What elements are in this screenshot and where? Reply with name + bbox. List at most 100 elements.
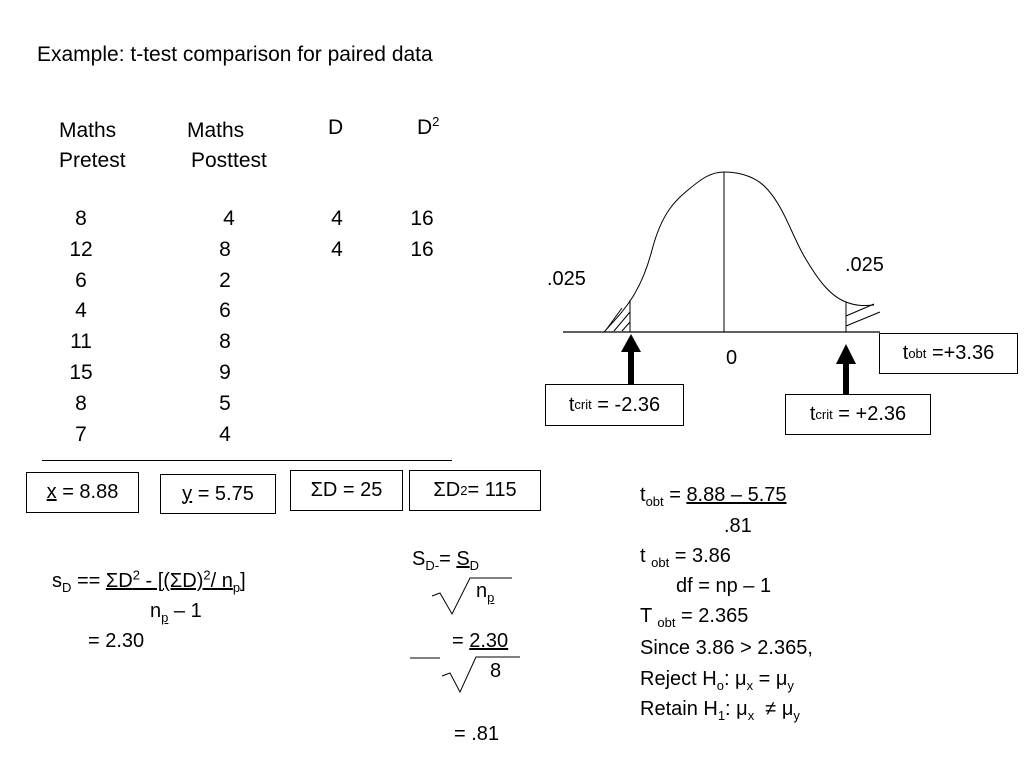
tobt-result-sub: obt <box>651 555 670 570</box>
pretest-cell: 12 <box>69 237 93 261</box>
sd-num-sup2: 2 <box>203 567 211 583</box>
df-line: df = np – 1 <box>676 575 772 597</box>
sum-d2-value: = 115 <box>467 479 517 501</box>
se-den-sub: p <box>487 590 495 605</box>
tcrit-left-value: = -2.36 <box>591 393 661 416</box>
retain-line: Retain H1: μx ≠ μy <box>640 698 800 723</box>
sd-formula-line1: sD == ΣD2 - [(ΣD)2/ np] <box>52 567 246 595</box>
mean-x-box: x = 8.88 <box>26 472 139 513</box>
tobt-result-t: t <box>640 545 652 567</box>
tobt-sub: obt <box>645 494 664 509</box>
mean-y-var: y <box>182 482 193 505</box>
sd-result: = 2.30 <box>88 630 145 652</box>
tobt-critical: T obt = 2.365 <box>640 605 748 630</box>
se-den-n: n <box>476 580 488 602</box>
header-pretest-line1: Maths <box>59 119 117 142</box>
tobt-denominator: .81 <box>724 515 752 537</box>
d-cell: 4 <box>331 207 343 230</box>
tcrit-sub: obt <box>657 615 676 630</box>
reject-line: Reject Ho: μx = μy <box>640 668 794 693</box>
tobt-eq: = <box>663 484 687 506</box>
sd-num-sub: p <box>232 580 241 595</box>
retain-sub: 1 <box>717 708 726 723</box>
d2-cell: 16 <box>410 237 434 261</box>
tcrit-right-t: t <box>809 403 816 425</box>
se-rhs-s: S <box>456 548 470 570</box>
pretest-cell: 8 <box>75 391 87 415</box>
tcrit-t: T <box>640 605 658 627</box>
mean-x-value: = 8.88 <box>56 481 119 503</box>
d2-column: 16 16 <box>402 204 442 266</box>
sum-d-box: ΣD = 25 <box>290 470 403 511</box>
pretest-cell: 15 <box>69 360 93 384</box>
pretest-cell: 4 <box>75 299 87 323</box>
left-tail-hatch <box>621 321 631 332</box>
se-line2: = 2.30 <box>452 630 508 653</box>
se-line2-den: 8 <box>490 660 502 682</box>
sd-den-sub: p <box>161 610 169 625</box>
header-d2-base: D <box>417 116 433 139</box>
sum-d2-base: ΣD <box>433 479 461 501</box>
left-tail-hatch <box>605 307 623 331</box>
posttest-cell: 4 <box>219 422 231 446</box>
sqrt-sign-icon <box>431 577 512 616</box>
left-arrow-head <box>621 334 641 352</box>
retain-c: ≠ μ <box>754 698 794 720</box>
tobt-numerator: 8.88 – 5.75 <box>686 484 787 506</box>
tobt-formula: tobt = 8.88 – 5.75 <box>640 484 787 509</box>
se-lhs-sub: D <box>425 558 435 573</box>
reject-sub: o <box>716 678 724 693</box>
retain-a: Retain H <box>640 698 718 720</box>
header-posttest: Maths Posttest <box>187 116 267 176</box>
sd-num-b: - [(ΣD) <box>139 570 204 592</box>
reject-c: = μ <box>753 668 788 690</box>
header-pretest: Maths Pretest <box>59 116 126 176</box>
sd-num-a: ΣD <box>105 570 133 592</box>
posttest-cell: 2 <box>219 268 231 292</box>
sd-denominator: np – 1 <box>150 600 202 625</box>
right-tail-hatch <box>845 311 881 327</box>
posttest-cell: 5 <box>219 391 231 415</box>
tobt-box-t: t <box>902 342 909 364</box>
right-tail-label: .025 <box>845 254 884 276</box>
d2-cell: 16 <box>410 207 434 230</box>
left-tail-hatch <box>613 311 631 332</box>
left-tail-label: .025 <box>547 268 586 290</box>
pretest-column: 8 12 6 4 11 15 8 7 <box>66 204 96 450</box>
se-line2-eq: = <box>452 630 470 652</box>
sd-den-b: – 1 <box>168 600 202 622</box>
tobt-box-value: =+3.36 <box>926 342 995 364</box>
left-arrow-shaft <box>628 348 634 384</box>
mean-x-var: x <box>46 481 57 503</box>
se-formula-line1: SD-= SD <box>412 548 479 573</box>
tcrit-right-value: = +2.36 <box>832 403 907 425</box>
reject-b: : μ <box>723 668 747 690</box>
zero-label: 0 <box>726 347 738 369</box>
posttest-cell: 9 <box>219 360 231 384</box>
header-d2-sup: 2 <box>432 114 440 129</box>
se-rhs: SD <box>456 548 479 572</box>
pretest-cell: 11 <box>70 330 92 354</box>
header-posttest-line1: Maths <box>187 119 245 142</box>
sd-s: s <box>52 570 62 592</box>
posttest-cell: 8 <box>219 237 231 261</box>
tobt-result: t obt = 3.86 <box>640 545 731 570</box>
distribution-curve <box>603 171 875 333</box>
reject-a: Reject H <box>640 668 717 690</box>
posttest-cell: 4 <box>223 207 235 230</box>
se-eq: = <box>439 548 457 570</box>
tobt-t: t <box>640 484 646 506</box>
se-line2-num: 2.30 <box>469 630 509 652</box>
right-tail-hatch <box>845 303 875 317</box>
sd-num-d: ] <box>240 570 246 592</box>
header-posttest-line2: Posttest <box>191 149 267 172</box>
se-result: = .81 <box>454 723 500 745</box>
tcrit-left-t: t <box>568 393 575 416</box>
page-title: Example: t-test comparison for paired da… <box>37 43 433 66</box>
posttest-cell: 8 <box>219 330 231 354</box>
retain-b: : μ <box>725 698 748 720</box>
d-column: 4 4 <box>322 204 352 266</box>
